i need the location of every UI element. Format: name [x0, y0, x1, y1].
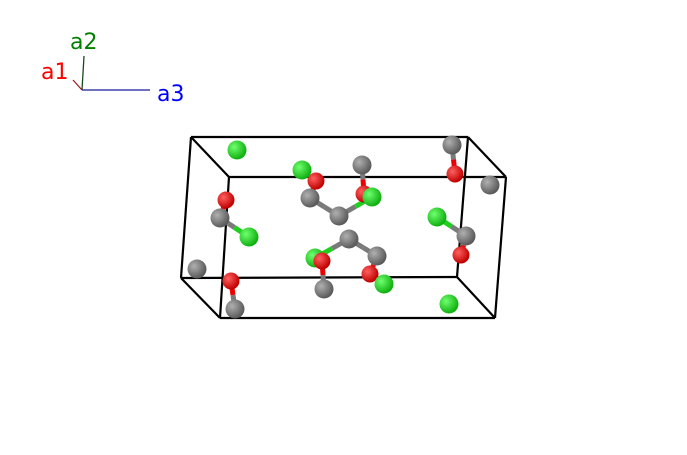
carbon-atom[interactable]: [352, 155, 372, 175]
oxygen-atom[interactable]: [307, 172, 325, 190]
chlorine-atom[interactable]: [439, 294, 459, 314]
oxygen-atom[interactable]: [217, 191, 235, 209]
chlorine-atom[interactable]: [362, 187, 382, 207]
a1-axis-line: [72, 79, 83, 91]
carbon-atom[interactable]: [314, 279, 334, 299]
a2-axis-line: [81, 55, 85, 91]
cell-edge: [493, 176, 508, 319]
oxygen-atom[interactable]: [452, 246, 470, 264]
chlorine-atom[interactable]: [239, 227, 259, 247]
carbon-atom[interactable]: [300, 188, 320, 208]
chlorine-atom[interactable]: [292, 160, 312, 180]
oxygen-atom[interactable]: [222, 272, 240, 290]
a1-label: a1: [41, 60, 68, 85]
unit-cell: [179, 135, 508, 320]
chlorine-atom[interactable]: [374, 274, 394, 294]
chlorine-atom[interactable]: [227, 140, 247, 160]
carbon-atom[interactable]: [367, 246, 387, 266]
bonds: [217, 144, 469, 310]
cell-edge: [467, 136, 507, 178]
carbon-atom[interactable]: [210, 208, 230, 228]
cell-edge: [190, 136, 230, 178]
carbon-atom[interactable]: [456, 226, 476, 246]
carbon-atom[interactable]: [225, 299, 245, 319]
axis-indicator: a1 a2 a3: [41, 30, 184, 107]
oxygen-atom[interactable]: [361, 265, 379, 283]
oxygen-atom[interactable]: [313, 252, 331, 270]
atoms: [187, 135, 500, 319]
cell-edge: [179, 136, 193, 279]
carbon-atom[interactable]: [329, 206, 349, 226]
carbon-atom[interactable]: [339, 229, 359, 249]
oxygen-atom[interactable]: [446, 165, 464, 183]
cell-edge: [456, 276, 496, 319]
carbon-atom[interactable]: [480, 175, 500, 195]
a2-label: a2: [70, 30, 97, 55]
chlorine-atom[interactable]: [427, 207, 447, 227]
cell-edge: [180, 277, 221, 319]
carbon-atom[interactable]: [442, 135, 462, 155]
a3-label: a3: [157, 82, 184, 107]
carbon-atom[interactable]: [187, 259, 207, 279]
